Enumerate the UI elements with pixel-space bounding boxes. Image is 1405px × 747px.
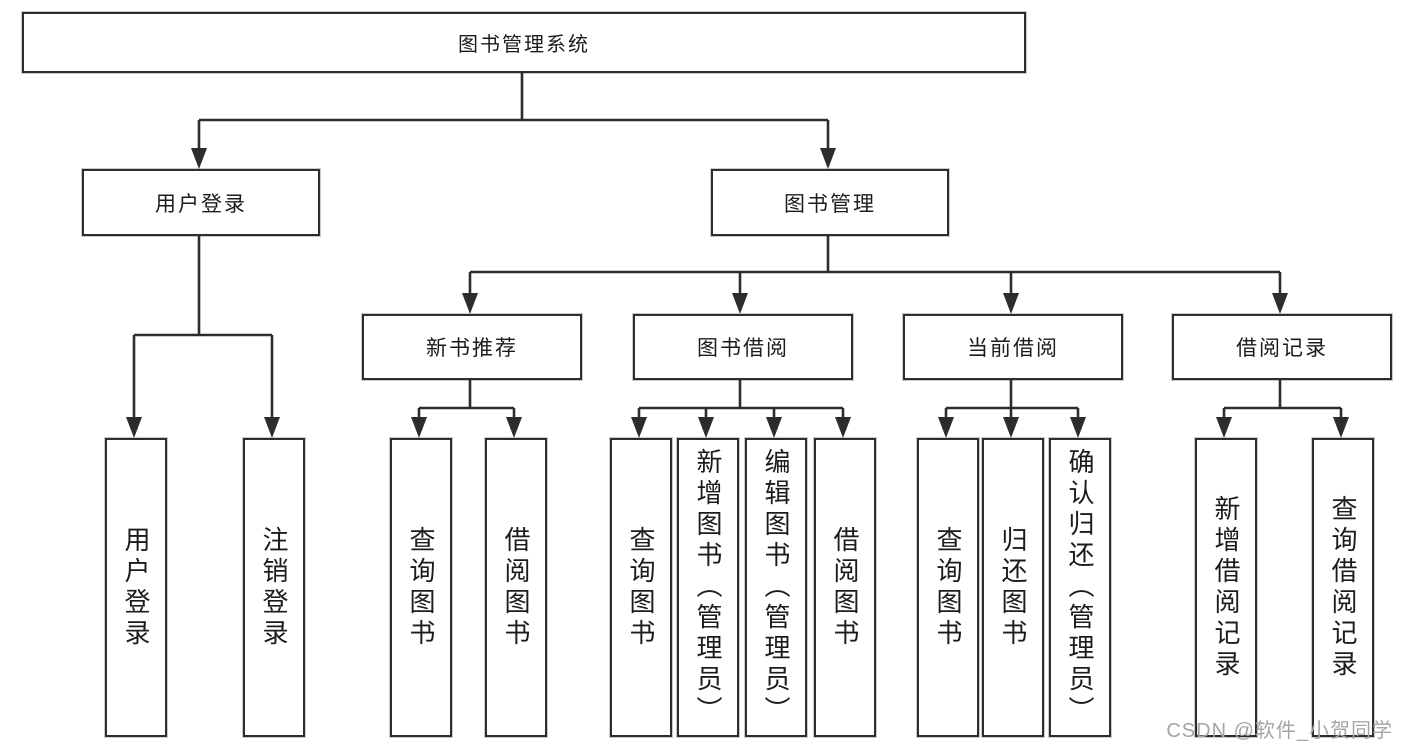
node-user-login: 用户登录	[82, 169, 320, 236]
node-user-login-action: 用户登录	[105, 438, 167, 737]
node-logout-action: 注销登录	[243, 438, 305, 737]
node-add-book-admin: 新增图书（管理员）	[677, 438, 739, 737]
node-label: 查询借阅记录	[1328, 494, 1358, 681]
node-label: 编辑图书（管理员）	[761, 448, 791, 727]
node-label: 借阅记录	[1236, 337, 1328, 360]
node-borrow-book-recommend: 借阅图书	[485, 438, 547, 737]
node-query-borrow-record: 查询借阅记录	[1312, 438, 1374, 737]
node-label: 图书管理	[784, 192, 876, 216]
node-label: 图书管理系统	[458, 34, 590, 56]
node-add-borrow-record: 新增借阅记录	[1195, 438, 1257, 737]
node-label: 归还图书	[998, 525, 1028, 650]
node-label: 查询图书	[933, 525, 963, 650]
node-label: 注销登录	[259, 525, 289, 650]
node-root-system: 图书管理系统	[22, 12, 1026, 73]
node-current-borrowing: 当前借阅	[903, 314, 1123, 380]
node-label: 新书推荐	[426, 337, 518, 360]
node-label: 查询图书	[406, 525, 436, 650]
node-label: 用户登录	[155, 192, 247, 216]
node-query-books-recommend: 查询图书	[390, 438, 452, 737]
node-book-borrowing: 图书借阅	[633, 314, 853, 380]
node-new-book-recommend: 新书推荐	[362, 314, 582, 380]
node-label: 确认归还（管理员）	[1065, 448, 1095, 727]
node-return-book-action: 归还图书	[982, 438, 1044, 737]
node-label: 查询图书	[626, 525, 656, 650]
node-book-management: 图书管理	[711, 169, 949, 236]
node-edit-book-admin: 编辑图书（管理员）	[745, 438, 807, 737]
node-borrowing-records: 借阅记录	[1172, 314, 1392, 380]
node-label: 借阅图书	[830, 525, 860, 650]
node-label: 图书借阅	[697, 337, 789, 360]
node-borrow-book-action: 借阅图书	[814, 438, 876, 737]
node-label: 借阅图书	[501, 525, 531, 650]
node-label: 新增借阅记录	[1211, 494, 1241, 681]
node-label: 当前借阅	[967, 337, 1059, 360]
node-confirm-return-admin: 确认归还（管理员）	[1049, 438, 1111, 737]
node-query-books-borrowing: 查询图书	[610, 438, 672, 737]
node-label: 用户登录	[121, 525, 151, 650]
csdn-watermark: CSDN @软件_小贺同学	[1166, 720, 1393, 742]
node-label: 新增图书（管理员）	[693, 448, 723, 727]
node-query-books-current: 查询图书	[917, 438, 979, 737]
